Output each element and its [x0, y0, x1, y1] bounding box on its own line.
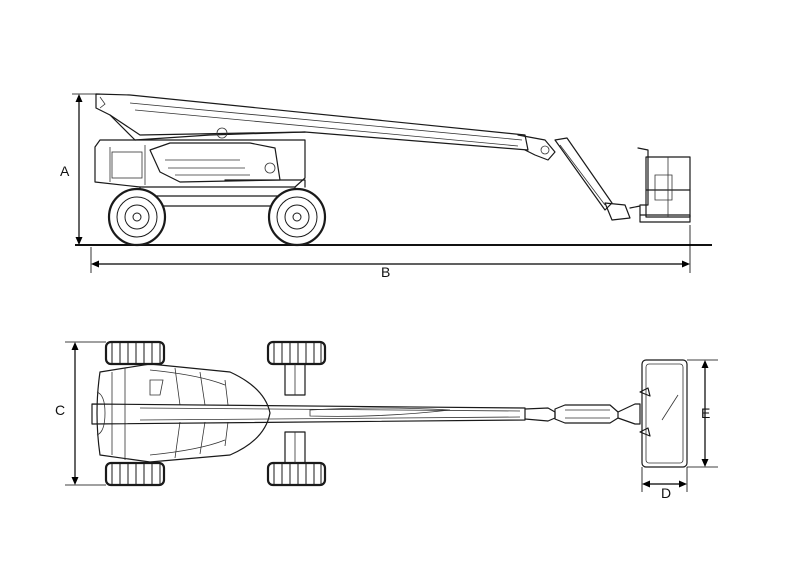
- dimension-b-label: B: [381, 264, 390, 280]
- side-boom: [95, 93, 556, 161]
- side-view: A B: [60, 93, 712, 280]
- dimension-e: E: [687, 359, 718, 468]
- side-jib: [554, 137, 631, 221]
- dimension-b: B: [90, 225, 691, 280]
- side-platform: [629, 147, 691, 223]
- top-platform: [639, 359, 688, 468]
- top-view: C E D: [55, 340, 718, 501]
- dimension-d-label: D: [661, 485, 671, 501]
- side-rear-wheel: [107, 187, 167, 247]
- top-boom: [91, 403, 556, 425]
- top-front-left-tire: [266, 340, 327, 366]
- top-frame: [284, 363, 306, 464]
- side-front-wheel: [267, 187, 327, 247]
- top-rear-right-tire: [104, 461, 166, 487]
- dimension-a: A: [60, 93, 100, 245]
- dimension-e-label: E: [701, 405, 710, 421]
- dimension-a-label: A: [60, 163, 70, 179]
- top-jib: [554, 403, 641, 425]
- top-turntable: [96, 363, 271, 463]
- dimension-c-label: C: [55, 402, 65, 418]
- top-rear-left-tire: [104, 340, 166, 366]
- dimension-c: C: [55, 341, 106, 486]
- top-front-right-tire: [266, 461, 327, 487]
- dimension-d: D: [641, 467, 688, 501]
